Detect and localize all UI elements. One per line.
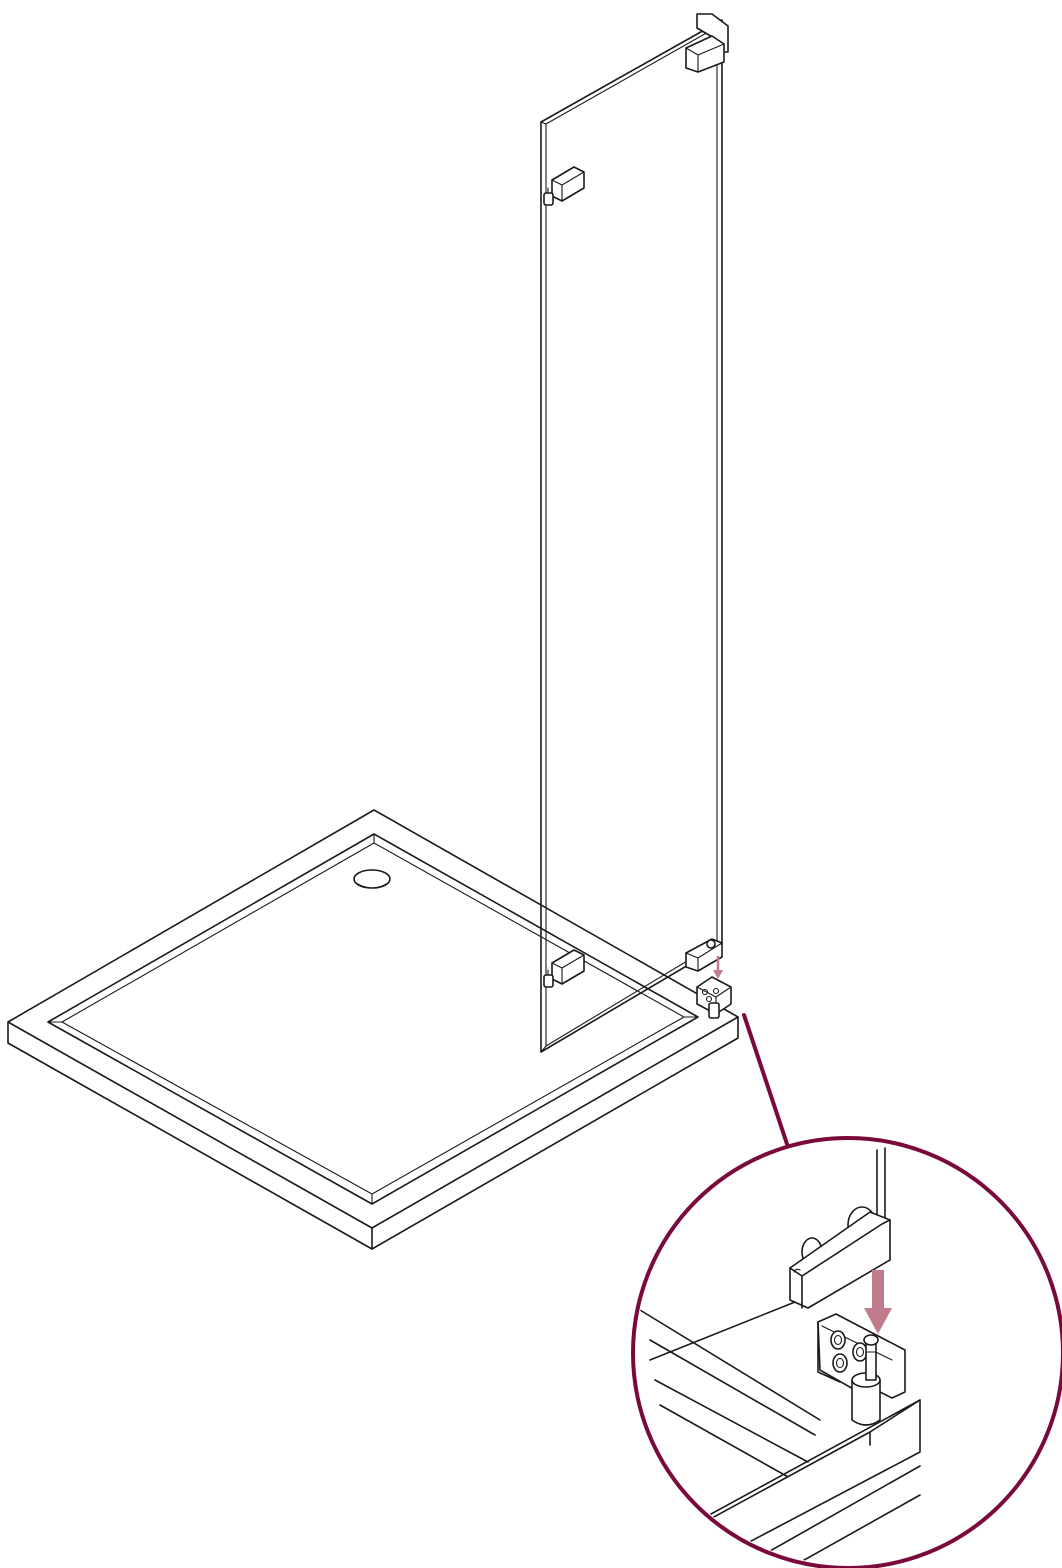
detail-view <box>639 1147 921 1565</box>
drain-hole <box>353 869 391 889</box>
detail-arrow-down-icon <box>864 1270 892 1334</box>
arrow-down-icon <box>713 956 723 979</box>
upper-hinge <box>543 166 585 206</box>
top-bracket <box>685 13 729 73</box>
shower-tray <box>7 809 739 1250</box>
tray-top-rim <box>7 809 739 1229</box>
detail-upper-hinge <box>789 1206 891 1309</box>
pivot-bracket <box>696 976 732 1019</box>
lower-left-hinge <box>543 949 585 988</box>
lower-right-hinge <box>685 938 723 972</box>
tray-side-faces <box>7 1016 739 1250</box>
tray-inner-rim <box>47 833 699 1205</box>
detail-pivot-bracket <box>817 1313 906 1426</box>
detail-tray-edge <box>639 1309 821 1421</box>
